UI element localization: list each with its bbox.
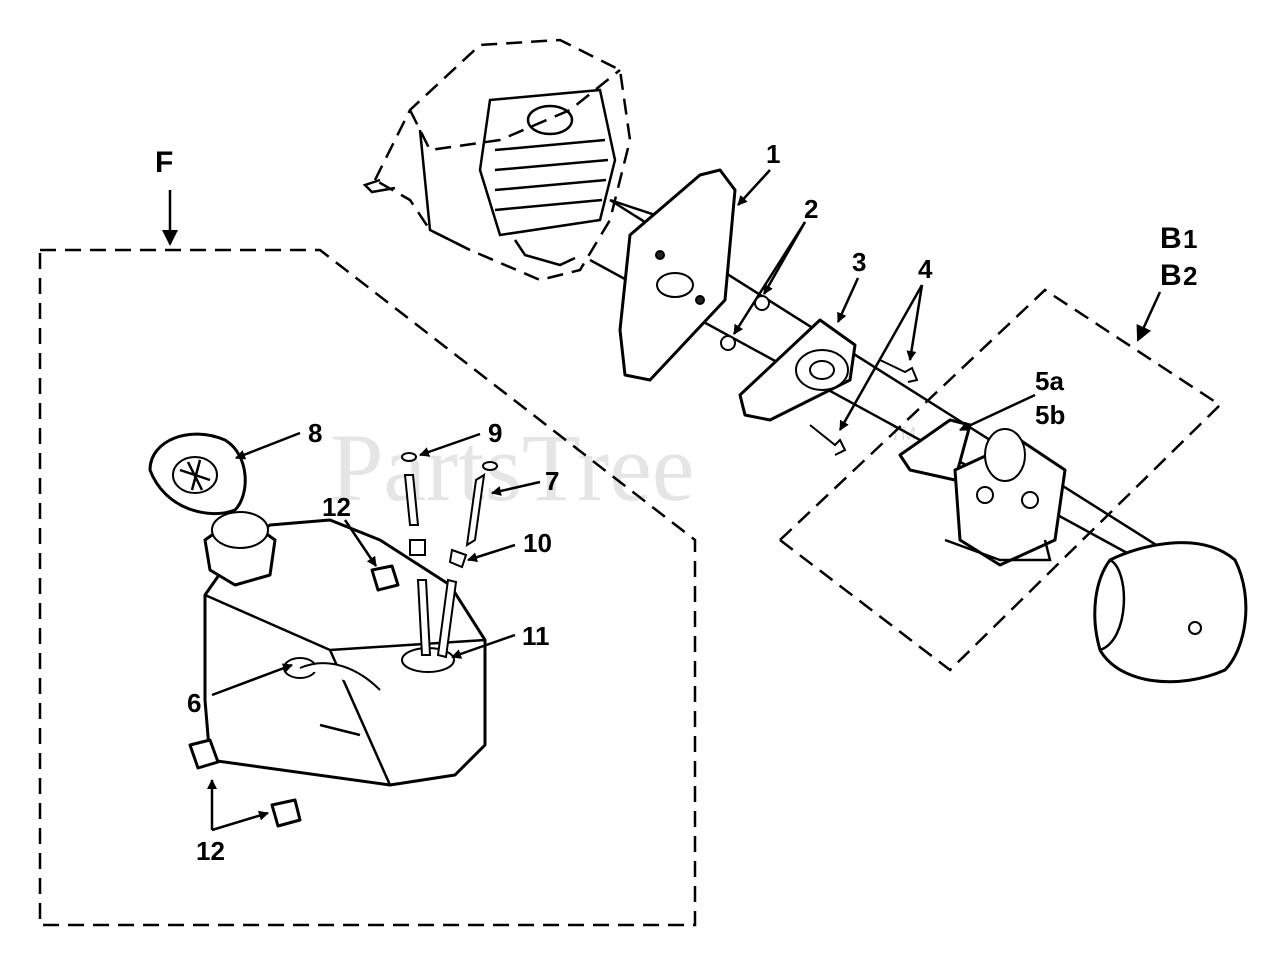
grommet-part-6[interactable]: [283, 657, 381, 691]
mount-part-12-lower-right[interactable]: [270, 798, 302, 828]
fuel-line-part-9[interactable]: [401, 452, 498, 656]
label-part-11: 11: [522, 621, 550, 651]
watermark-text: PartsTree: [330, 414, 694, 521]
label-B1-digit: 1: [1183, 224, 1197, 254]
label-part-12-lower: 12: [196, 836, 225, 866]
label-part-12-upper: 12: [322, 492, 351, 522]
label-part-2: 2: [804, 194, 818, 224]
air-filter-housing[interactable]: [1093, 541, 1248, 684]
label-part-9: 9: [488, 418, 502, 448]
fuel-line-part-7[interactable]: [436, 473, 486, 659]
label-B2-digit: 2: [1183, 261, 1197, 291]
label-B2-letter: B: [1160, 259, 1182, 292]
carburetor-part-5[interactable]: [898, 418, 1067, 567]
callout-labels: F B 1 B 2 1 2 3 4 5a 5b 6 7 8 9 10 11 12…: [155, 139, 1197, 866]
screw-part-4[interactable]: [809, 359, 919, 456]
label-part-5b: 5b: [1035, 400, 1065, 430]
nut-part-2[interactable]: [720, 295, 770, 351]
gasket-part-1[interactable]: [618, 168, 737, 382]
label-part-4: 4: [918, 254, 933, 284]
fuel-tank-group-f: [38, 248, 697, 927]
label-part-6: 6: [187, 688, 201, 718]
mount-part-12-upper[interactable]: [370, 564, 400, 592]
insulator-part-3[interactable]: [738, 318, 857, 422]
label-part-1: 1: [766, 139, 780, 169]
label-part-8: 8: [308, 418, 322, 448]
fuel-cap-part-8[interactable]: [148, 432, 247, 516]
label-part-7: 7: [545, 466, 559, 496]
label-B1-letter: B: [1160, 222, 1182, 255]
connector-part-10[interactable]: [409, 539, 468, 569]
label-F: F: [155, 146, 173, 179]
label-part-3: 3: [852, 247, 866, 277]
mount-part-12-lower-left[interactable]: [188, 738, 220, 770]
label-part-5a: 5a: [1035, 366, 1064, 396]
label-part-10: 10: [523, 528, 552, 558]
watermark: PartsTree TM: [330, 414, 916, 521]
leader-lines: [162, 169, 1162, 832]
